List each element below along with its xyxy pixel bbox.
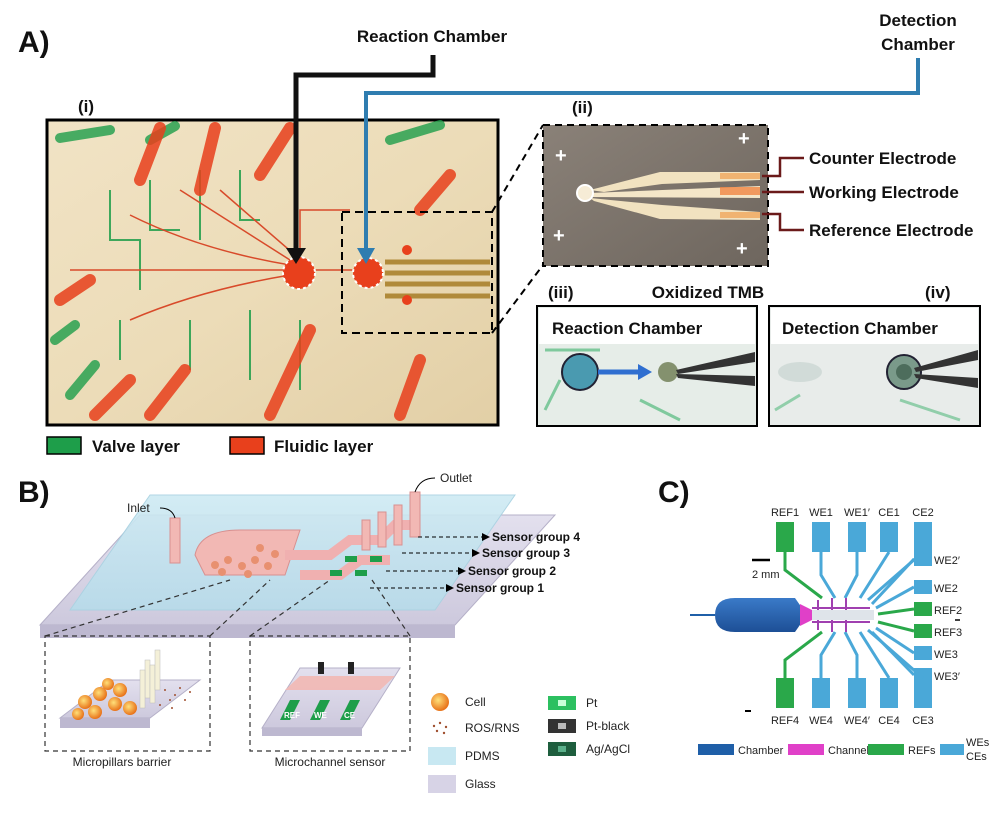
panel-c-letter: C) — [658, 476, 690, 509]
sensor-group-1-label: Sensor group 1 — [456, 581, 544, 595]
sensor-group-2-label: Sensor group 2 — [468, 564, 556, 578]
svg-text:+: + — [553, 225, 565, 247]
we-electrode-tag: WE — [314, 711, 328, 720]
fluidic-legend-swatch — [229, 436, 265, 455]
chip-photo — [45, 118, 500, 427]
pad-label: CE2 — [912, 507, 933, 519]
detection-chamber-label-1: Detection — [879, 11, 956, 30]
ces-legend-label: CEs — [966, 751, 987, 763]
svg-text:+: + — [555, 145, 567, 167]
pad-label: REF4 — [771, 715, 799, 727]
refs-legend-label: REFs — [908, 745, 936, 757]
detection-chamber-spot — [352, 257, 384, 289]
working-electrode-label: Working Electrode — [809, 183, 959, 202]
panel-a-letter: A) — [18, 26, 50, 59]
pad-label: WE4 — [809, 715, 833, 727]
cell-legend-icon — [431, 693, 449, 711]
fluidic-legend-label: Fluidic layer — [274, 437, 374, 456]
zoom-box — [341, 211, 493, 334]
chamber-legend-label: Chamber — [738, 745, 784, 757]
device-3d — [38, 477, 557, 638]
top-pad-labels: REF1 WE1 WE1′ CE1 CE2 — [771, 507, 934, 519]
oxidized-tmb-label: Oxidized TMB — [652, 283, 764, 302]
svg-text:+: + — [738, 128, 750, 150]
sensor-group-3-label: Sensor group 3 — [482, 546, 570, 560]
fluidic-tubes — [54, 122, 456, 421]
refs-legend-swatch — [868, 744, 904, 755]
pad-label: WE3 — [934, 649, 958, 661]
sub-label-iv: (iv) — [925, 283, 951, 302]
inset-detection-label: Detection Chamber — [782, 319, 938, 338]
ce-electrode-tag: CE — [344, 711, 356, 720]
reaction-chamber-spot — [282, 256, 316, 290]
ros-legend-label: ROS/RNS — [465, 721, 520, 735]
reaction-chamber-label: Reaction Chamber — [357, 27, 508, 46]
panel-b-letter: B) — [18, 476, 50, 509]
valve-legend-label: Valve layer — [92, 437, 180, 456]
pad-label: WE4′ — [844, 715, 870, 727]
svg-text:+: + — [736, 238, 748, 260]
sub-label-i: (i) — [78, 97, 94, 116]
detection-chamber-label-2: Chamber — [881, 35, 955, 54]
ptblack-legend-label: Pt-black — [586, 719, 630, 733]
electrode-layout — [690, 522, 960, 712]
inset-reaction-label: Reaction Chamber — [552, 319, 703, 338]
electrode-inset: + + + + — [542, 124, 769, 267]
sub-label-iii: (iii) — [548, 283, 574, 302]
detection-arrow — [364, 58, 920, 250]
glass-legend-swatch — [428, 775, 456, 793]
outlet-label: Outlet — [440, 471, 473, 485]
cell-legend-label: Cell — [465, 695, 486, 709]
chip-electrodes — [385, 259, 490, 299]
pad-label: REF2 — [934, 605, 962, 617]
sub-label-ii: (ii) — [572, 98, 593, 117]
reaction-chamber-inset — [536, 305, 758, 427]
pad-label: WE1 — [809, 507, 833, 519]
inlet-label: Inlet — [127, 501, 150, 515]
chamber-legend-swatch — [698, 744, 734, 755]
microchannel-inset — [249, 635, 411, 752]
reference-electrode-label: Reference Electrode — [809, 221, 973, 240]
pad-label: REF1 — [771, 507, 799, 519]
channels-legend-swatch — [788, 744, 824, 755]
valve-legend-swatch — [46, 436, 82, 455]
pad-label: REF3 — [934, 627, 962, 639]
ref-electrode-tag: REF — [284, 711, 300, 720]
pad-label: CE4 — [878, 715, 899, 727]
pdms-legend-label: PDMS — [465, 749, 500, 763]
micropillars-inset — [44, 635, 211, 752]
fluidic-network — [70, 189, 360, 321]
bottom-pad-labels: REF4 WE4 WE4′ CE4 CE3 — [771, 715, 934, 727]
microchannel-label: Microchannel sensor — [275, 755, 386, 769]
agagcl-legend-label: Ag/AgCl — [586, 742, 630, 756]
counter-electrode-label: Counter Electrode — [809, 149, 956, 168]
pad-label: WE1′ — [844, 507, 870, 519]
ros-legend-icon — [432, 721, 448, 735]
reaction-arrow — [293, 55, 436, 250]
scale-label: 2 mm — [752, 569, 780, 581]
channels-legend-label: Channels — [828, 745, 875, 757]
wes-ces-legend-swatch — [940, 744, 964, 755]
glass-legend-label: Glass — [465, 777, 496, 791]
pad-label: CE1 — [878, 507, 899, 519]
detection-chamber-inset — [768, 305, 981, 427]
pad-label: WE3′ — [934, 671, 960, 683]
pad-label: CE3 — [912, 715, 933, 727]
pad-label: WE2′ — [934, 555, 960, 567]
wes-legend-label: WEs — [966, 737, 990, 749]
pad-label: WE2 — [934, 583, 958, 595]
micropillars-label: Micropillars barrier — [73, 755, 172, 769]
pdms-legend-swatch — [428, 747, 456, 765]
sensor-group-4-label: Sensor group 4 — [492, 530, 580, 544]
pt-legend-label: Pt — [586, 696, 598, 710]
